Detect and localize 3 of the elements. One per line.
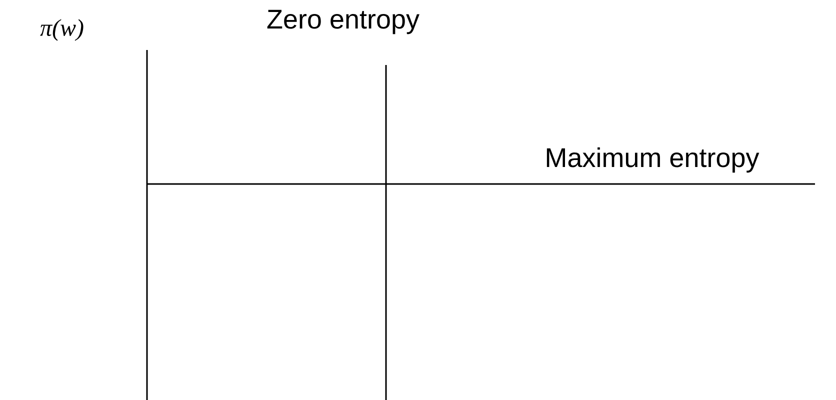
- axis-label: π(w): [40, 19, 84, 41]
- curve-label: Zero entropy: [267, 10, 420, 34]
- curve-label: Maximum entropy: [546, 147, 760, 173]
